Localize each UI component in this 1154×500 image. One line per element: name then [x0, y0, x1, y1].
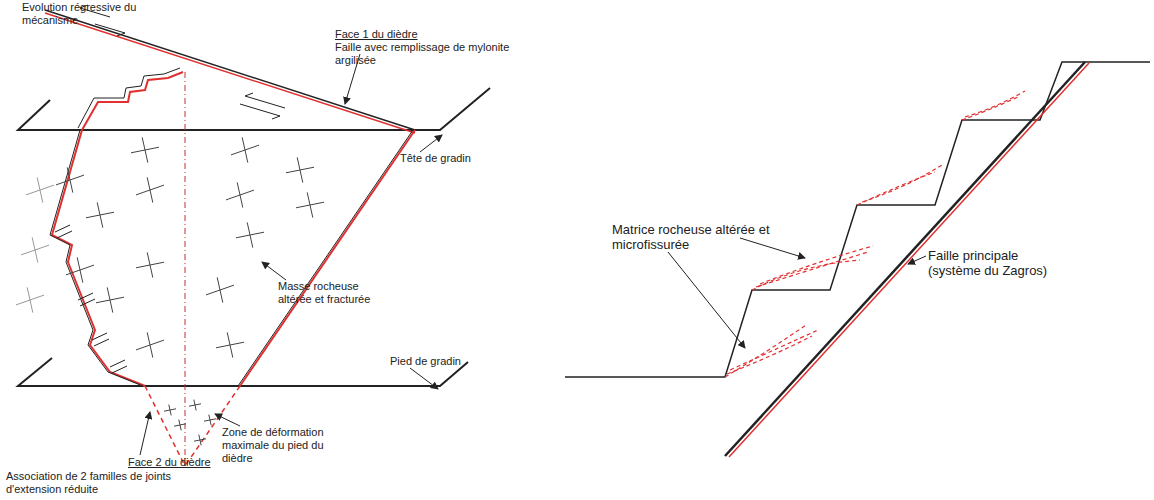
bench-crest-line	[18, 88, 490, 130]
fracture-cross	[26, 177, 54, 202]
fracture-cross	[206, 277, 234, 302]
fracture-cross	[236, 222, 264, 247]
fracture-cross	[231, 137, 259, 162]
fracture-cross	[66, 257, 94, 282]
fault-label: Faille principale (système du Zagros)	[928, 248, 1068, 278]
leader-line	[262, 262, 286, 280]
leader-line	[420, 135, 442, 152]
fracture-cross	[131, 137, 159, 162]
fault-label: Faille avec remplissage de mylonite argi…	[335, 41, 525, 67]
bench-label: Tête de gradin	[400, 152, 500, 165]
pit-benches	[565, 62, 1150, 377]
leader-line	[668, 252, 745, 348]
wedge-face-2	[52, 130, 145, 386]
fracture-cross	[226, 182, 254, 207]
wedge-face-2	[50, 130, 143, 386]
altered-matrix	[725, 91, 1025, 377]
main-fault-red	[729, 63, 1089, 457]
fracture-cross	[21, 237, 49, 262]
wedge-face-1	[240, 130, 415, 386]
main-fault	[725, 62, 1085, 456]
fracture-cross	[174, 420, 186, 431]
fracture-cross	[164, 405, 176, 416]
leader-line	[908, 256, 926, 264]
fracture-cross	[56, 167, 84, 192]
face-label: Face 1 du dièdre	[335, 28, 535, 41]
stepped-fracture	[82, 72, 183, 130]
fracture-cross	[194, 435, 206, 446]
stepped-fracture	[78, 68, 180, 128]
zone-label: Zone de déformation maximale du pied du …	[222, 426, 352, 465]
joint-label: Association de 2 familles de joints d'ex…	[6, 470, 221, 496]
joint-marks	[55, 225, 127, 373]
fracture-cross	[204, 415, 216, 426]
fracture-cross	[136, 332, 164, 357]
fracture-cross	[16, 287, 44, 312]
wedge-axis	[185, 72, 186, 466]
fracture-texture	[16, 137, 324, 445]
fracture-cross	[136, 252, 164, 277]
wedge-face-1	[238, 130, 413, 386]
fracture-cross	[136, 177, 164, 202]
fracture-cross	[189, 400, 201, 411]
leader-line	[740, 238, 805, 258]
leader-line	[410, 368, 438, 389]
wedge-extension	[145, 386, 185, 466]
rock-mass-label: Masse rocheuse altérée et fracturée	[278, 280, 373, 306]
fracture-cross	[286, 157, 314, 182]
fracture-cross	[86, 202, 114, 227]
fracture-cross	[96, 287, 124, 312]
fracture-cross	[216, 332, 244, 357]
note-label: Evolution régressive du mécanisme	[22, 1, 172, 27]
slip-arrow	[95, 24, 125, 36]
bench-label: Pied de gradin	[390, 355, 490, 368]
fracture-cross	[296, 192, 324, 217]
leader-line	[140, 412, 150, 455]
slip-arrow	[240, 104, 280, 119]
slip-arrow	[245, 93, 285, 108]
matrix-label: Matrice rocheuse altérée et microfissuré…	[612, 222, 772, 252]
leader-line	[215, 414, 240, 426]
